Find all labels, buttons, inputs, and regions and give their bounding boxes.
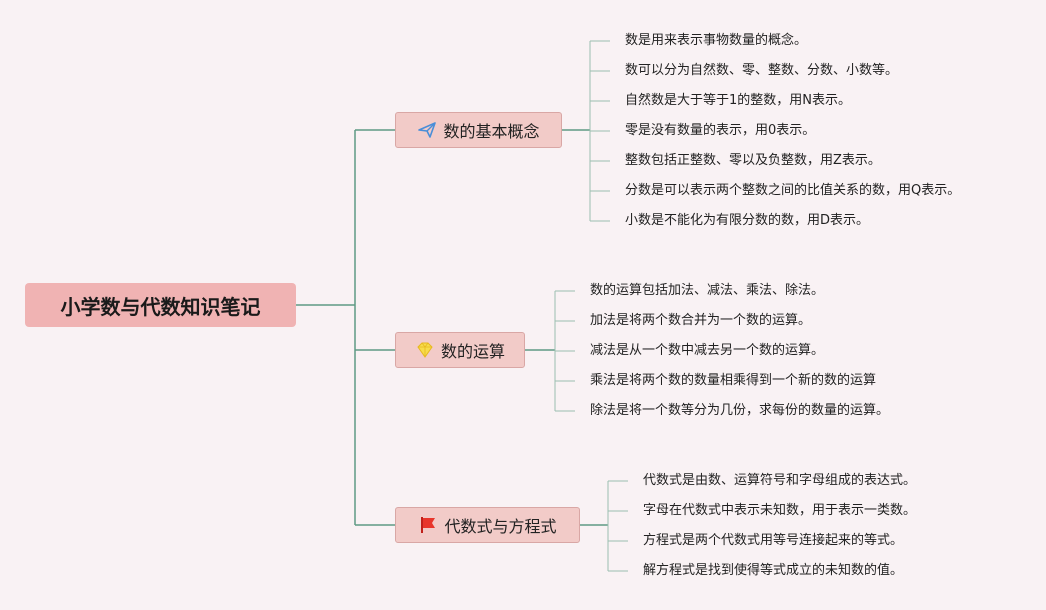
root-node[interactable]: 小学数与代数知识笔记 [25,283,296,327]
leaf-item: 自然数是大于等于1的整数，用N表示。 [625,93,851,108]
leaf-item: 方程式是两个代数式用等号连接起来的等式。 [643,533,904,548]
leaf-item: 代数式是由数、运算符号和字母组成的表达式。 [643,473,917,488]
leaf-item: 除法是将一个数等分为几份，求每份的数量的运算。 [590,403,890,418]
leaf-item: 加法是将两个数合并为一个数的运算。 [590,313,812,328]
leaf-item: 数的运算包括加法、减法、乘法、除法。 [590,283,825,298]
diamond-icon [415,340,435,360]
leaf-item: 分数是可以表示两个整数之间的比值关系的数，用Q表示。 [625,183,961,198]
leaf-item: 解方程式是找到使得等式成立的未知数的值。 [643,563,904,578]
leaf-item: 零是没有数量的表示，用0表示。 [625,123,816,138]
root-label: 小学数与代数知识笔记 [60,294,261,319]
leaf-item: 减法是从一个数中减去另一个数的运算。 [590,343,825,358]
leaf-item: 字母在代数式中表示未知数，用于表示一类数。 [643,503,917,518]
leaf-item: 小数是不能化为有限分数的数，用D表示。 [625,213,870,228]
branch-label: 代数式与方程式 [444,517,557,536]
leaf-item: 乘法是将两个数的数量相乘得到一个新的数的运算 [590,373,877,388]
branch-node-basic-concepts[interactable]: 数的基本概念 [395,112,562,148]
leaf-item: 整数包括正整数、零以及负整数，用Z表示。 [625,153,881,168]
branch-label: 数的基本概念 [443,122,540,141]
leaf-item: 数可以分为自然数、零、整数、分数、小数等。 [625,63,899,78]
paper-plane-icon [417,120,437,140]
branch-label: 数的运算 [440,342,505,361]
branch-node-operations[interactable]: 数的运算 [395,332,525,368]
leaf-item: 数是用来表示事物数量的概念。 [625,33,808,48]
branch-node-algebra[interactable]: 代数式与方程式 [395,507,580,543]
flag-icon [418,515,438,535]
